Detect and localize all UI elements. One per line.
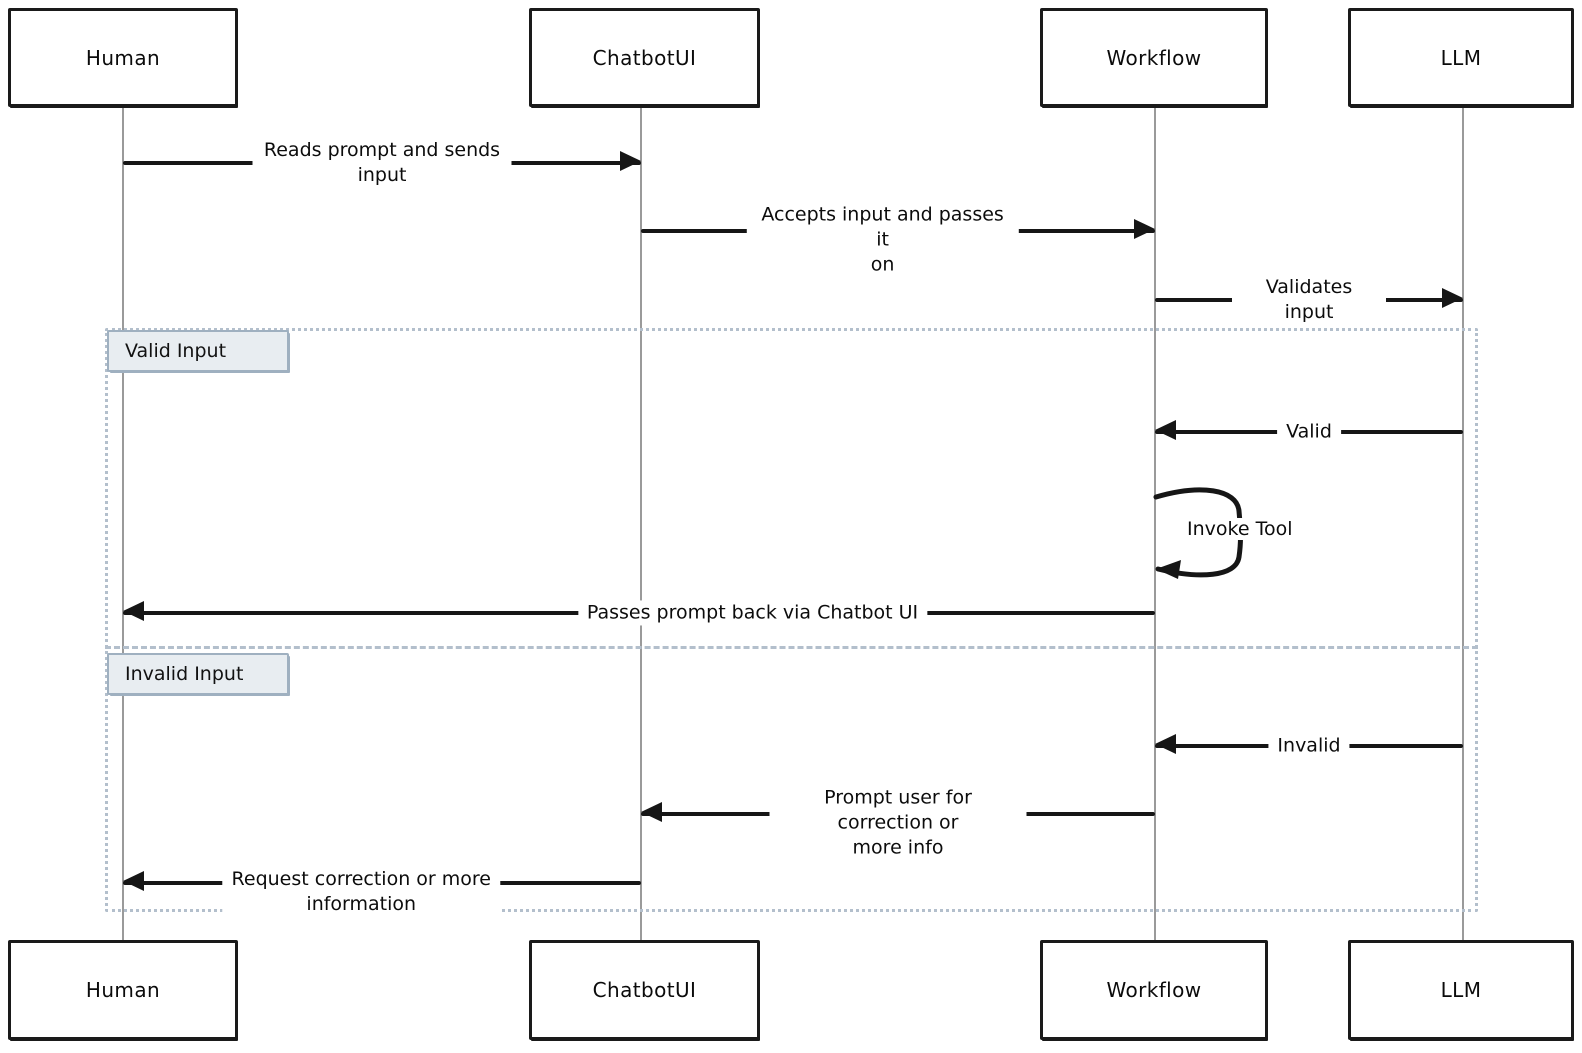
arrowhead-left-icon (641, 802, 662, 822)
actor-label-workflow: Workflow (1106, 978, 1202, 1002)
actor-box-workflow-top[interactable]: Workflow (1040, 8, 1268, 107)
lifeline-chatbotui (640, 105, 642, 943)
message-label: Reads prompt and sends input (252, 137, 512, 189)
actor-box-workflow-bottom[interactable]: Workflow (1040, 940, 1268, 1040)
actor-label-chatbotui: ChatbotUI (592, 45, 697, 70)
message-label: Invalid (1268, 733, 1350, 759)
actor-box-chatbotui-bottom[interactable]: ChatbotUI (529, 940, 760, 1040)
actor-box-human-bottom[interactable]: Human (8, 940, 238, 1040)
message-invoke-tool-selfloop[interactable]: Invoke Tool (1153, 487, 1299, 587)
alt-block-frame (105, 328, 1478, 912)
message-label: Passes prompt back via Chatbot UI (577, 600, 928, 626)
actor-box-chatbotui-top[interactable]: ChatbotUI (529, 8, 760, 107)
arrowhead-right-icon (620, 151, 641, 171)
arrowhead-right-icon (1442, 288, 1463, 308)
alt-block-divider (105, 646, 1478, 649)
arrowhead-left-icon (1155, 420, 1176, 440)
actor-label-human: Human (85, 978, 161, 1002)
lifeline-human (122, 105, 124, 943)
lifeline-workflow (1154, 105, 1156, 943)
alt-tag-label-valid: Valid Input (125, 340, 227, 362)
actor-label-chatbotui: ChatbotUI (592, 978, 697, 1002)
actor-box-human-top[interactable]: Human (8, 8, 238, 107)
actor-label-workflow: Workflow (1106, 45, 1202, 70)
actor-label-llm: LLM (1440, 45, 1482, 70)
message-label: Validates input (1232, 274, 1386, 326)
arrowhead-left-icon (123, 871, 144, 891)
alt-tag-valid-input: Valid Input (107, 330, 289, 372)
lifeline-llm (1462, 105, 1464, 943)
actor-box-llm-top[interactable]: LLM (1348, 8, 1574, 107)
message-label: Valid (1277, 419, 1341, 445)
actor-label-human: Human (85, 45, 161, 70)
arrowhead-left-icon (1155, 734, 1176, 754)
message-label: Prompt user for correction or more info (769, 785, 1027, 861)
alt-tag-label-invalid: Invalid Input (125, 663, 244, 685)
alt-tag-invalid-input: Invalid Input (107, 653, 289, 695)
arrowhead-left-icon (123, 601, 144, 621)
actor-box-llm-bottom[interactable]: LLM (1348, 940, 1574, 1040)
message-label: Accepts input and passes it on (746, 202, 1019, 278)
message-label: Invoke Tool (1181, 518, 1299, 540)
message-label: Request correction or more information (222, 866, 500, 918)
actor-label-llm: LLM (1440, 978, 1482, 1002)
arrowhead-right-icon (1134, 219, 1155, 239)
